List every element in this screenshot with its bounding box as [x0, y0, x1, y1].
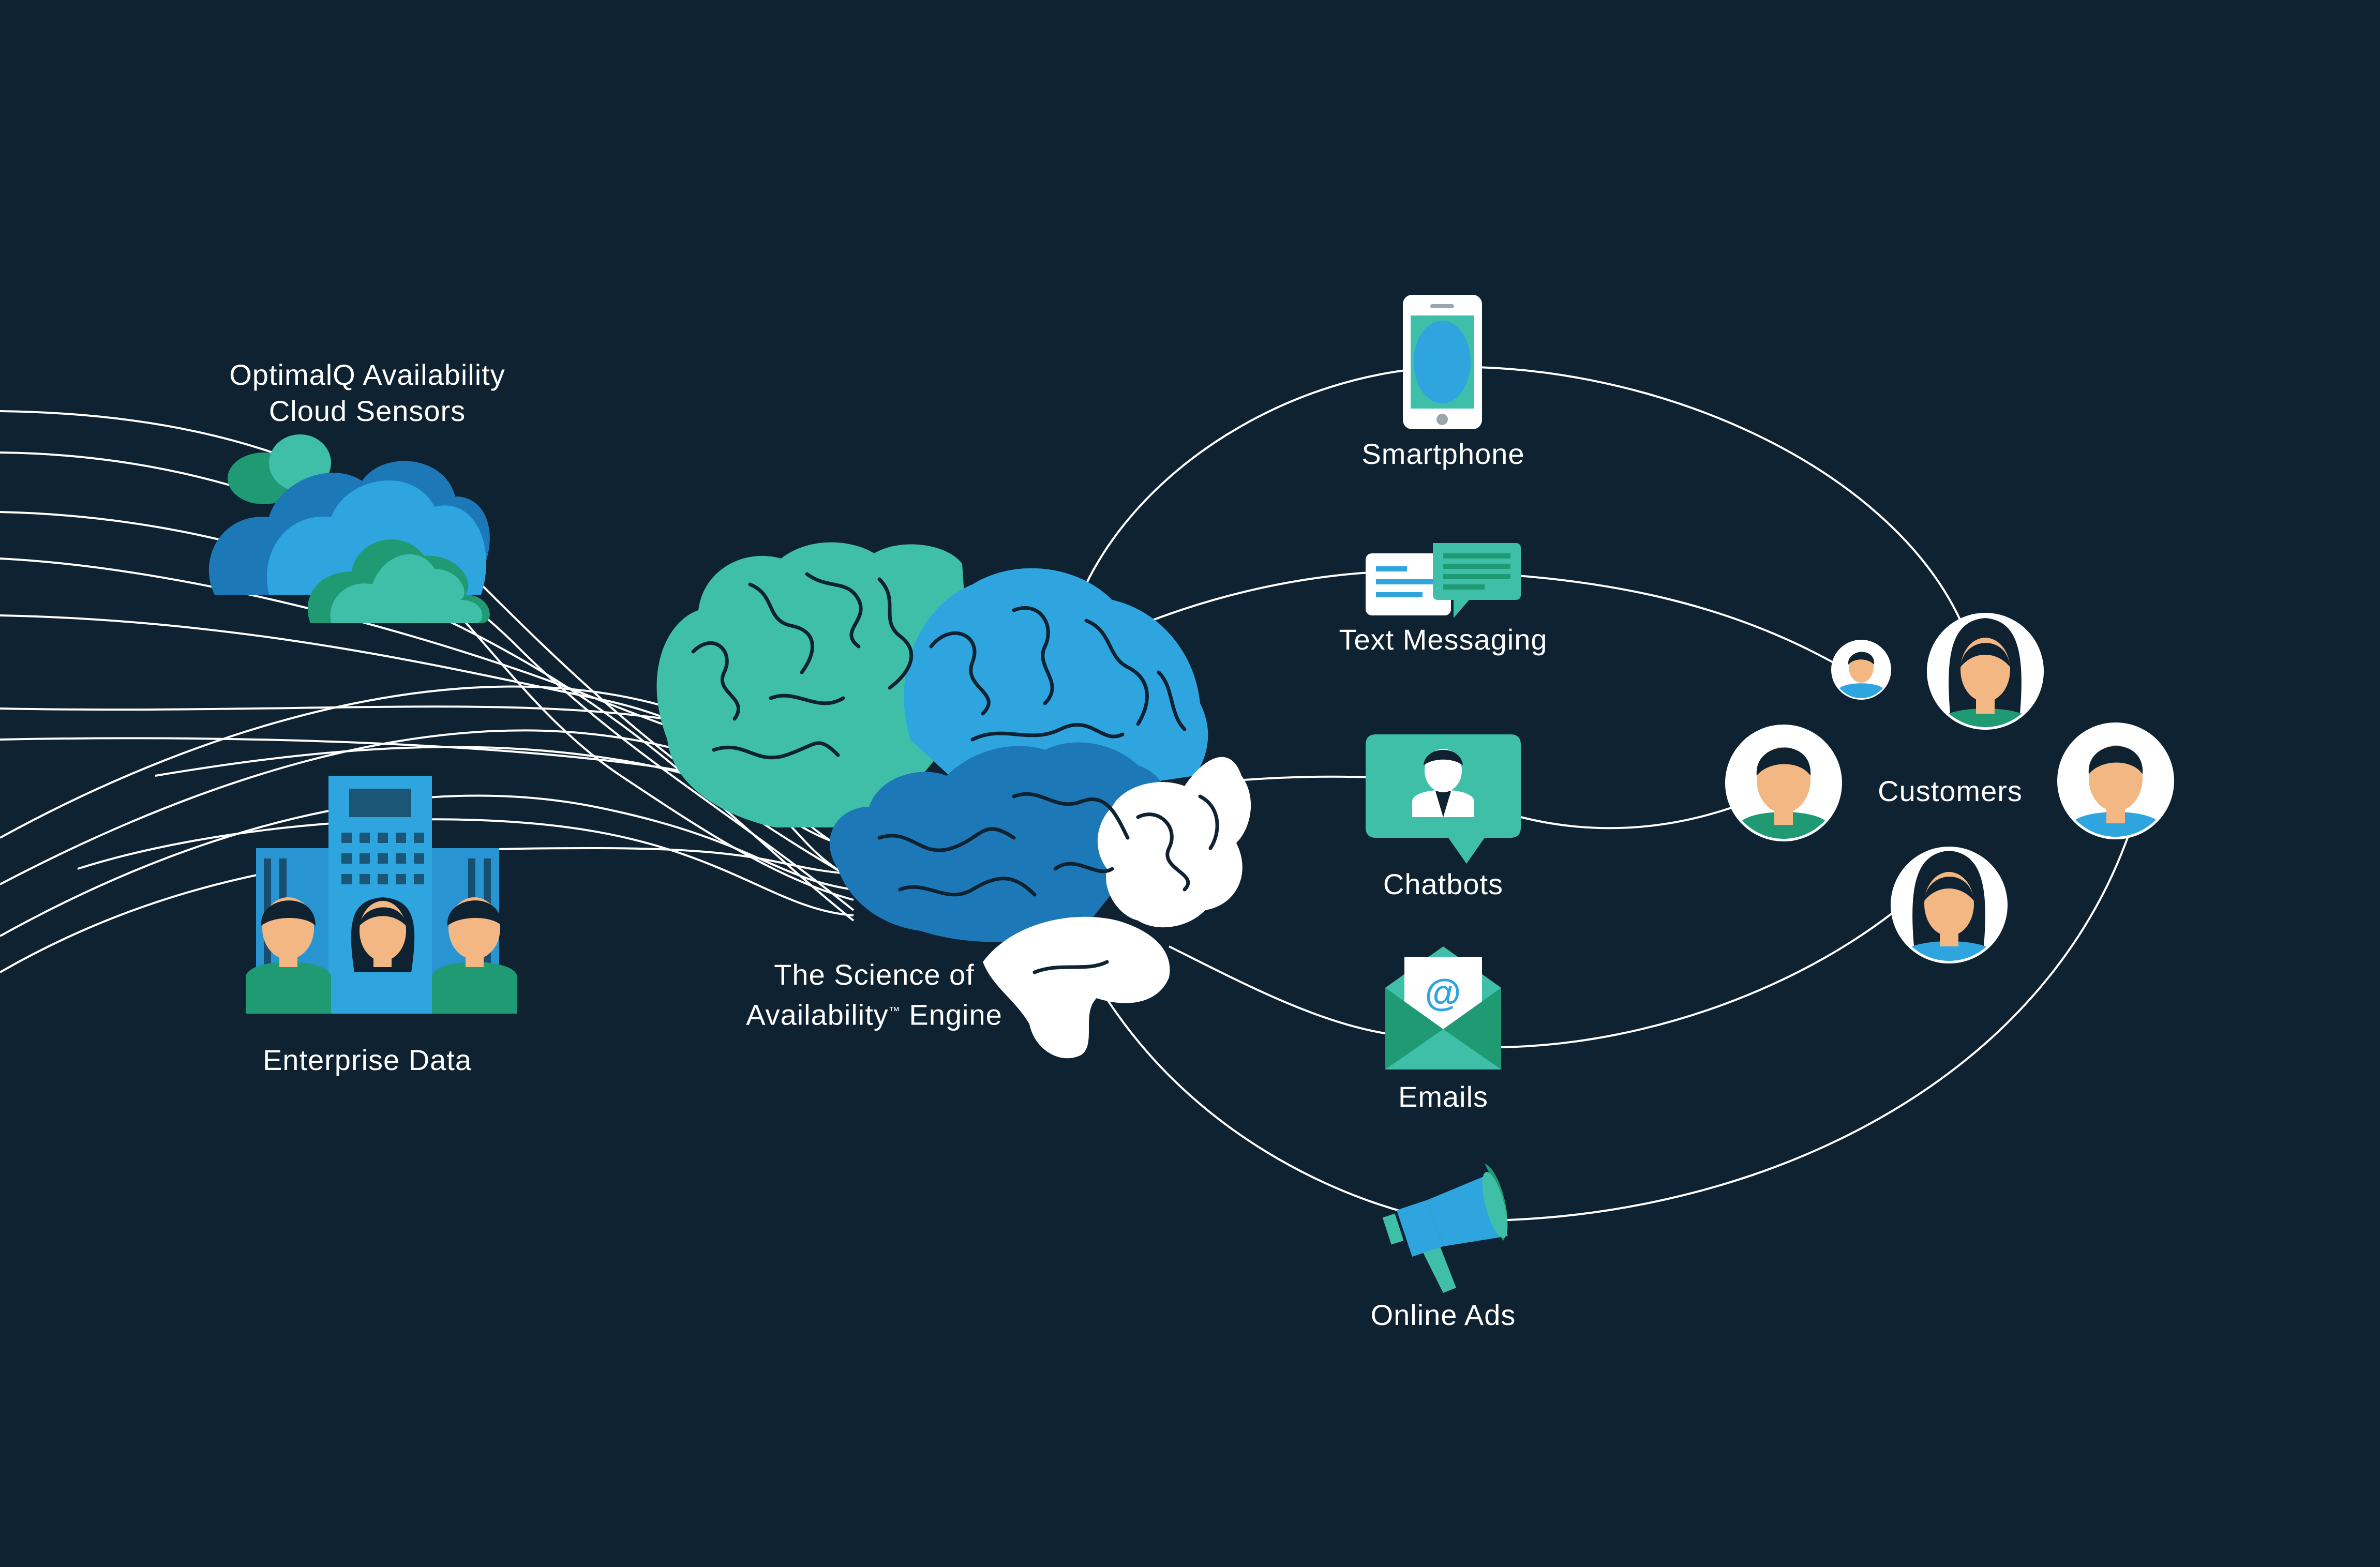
building-icon [246, 776, 517, 1014]
engine-line-1: The Science of [774, 958, 975, 991]
trademark-symbol: ™ [888, 1004, 901, 1017]
cloud-icon [208, 434, 490, 623]
smartphone-icon [1403, 295, 1482, 429]
brain-icon [656, 542, 1251, 1059]
megaphone-icon [1382, 1164, 1508, 1293]
cloud-sensors-label: OptimalQ Availability Cloud Sensors [207, 357, 528, 429]
engine-line-2a: Availability [746, 998, 889, 1031]
online-ads-label: Online Ads [1370, 1299, 1516, 1331]
smartphone-label: Smartphone [1361, 438, 1525, 470]
email-at-symbol: @ [1425, 972, 1462, 1014]
chatbot-icon [1366, 734, 1521, 864]
cloud-sensors-line-1: OptimalQ Availability [229, 358, 505, 391]
chatbots-label: Chatbots [1383, 868, 1504, 900]
text-messaging-label: Text Messaging [1339, 623, 1548, 656]
engine-line-2b: Engine [900, 998, 1002, 1031]
emails-label: Emails [1398, 1080, 1489, 1113]
customers-label: Customers [1878, 775, 2023, 807]
engine-line-2: Availability™ Engine [714, 993, 1035, 1033]
cloud-sensors-line-2: Cloud Sensors [268, 395, 466, 427]
email-icon [1385, 946, 1501, 1069]
message-icon [1366, 543, 1521, 618]
customer-avatar-icon [1725, 613, 2174, 963]
enterprise-data-label: Enterprise Data [262, 1044, 472, 1076]
engine-label: The Science of Availability™ Engine [714, 957, 1035, 1033]
